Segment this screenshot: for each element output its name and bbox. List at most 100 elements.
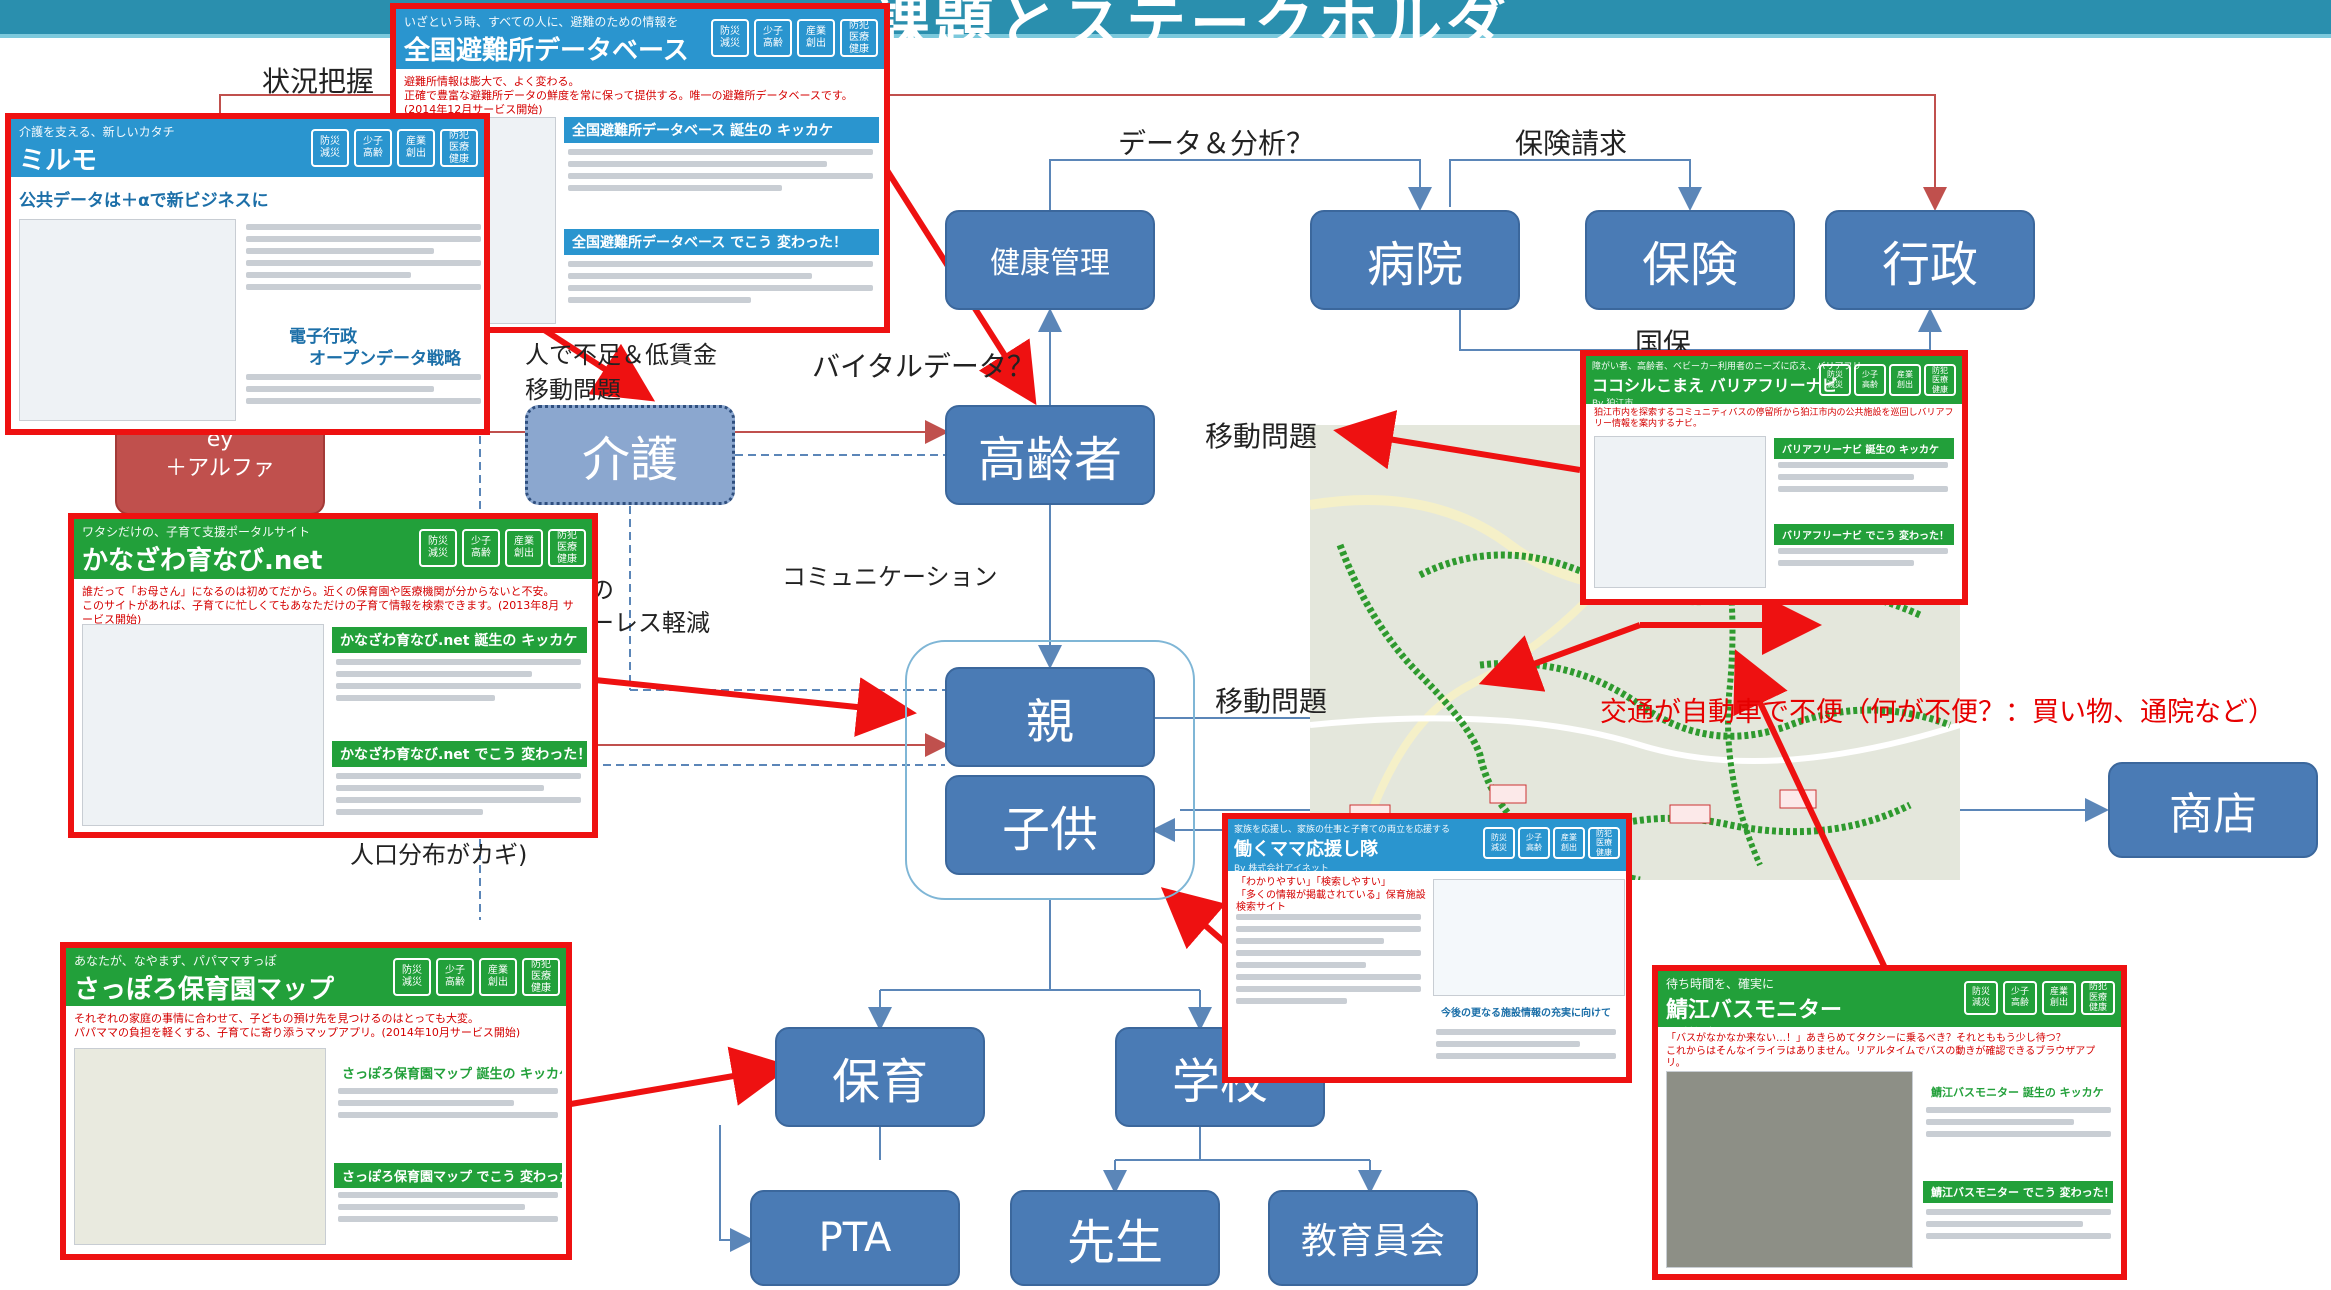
node-nursery[interactable]: 保育 [775, 1027, 985, 1127]
tag-industry: 産業 創出 [1553, 827, 1585, 859]
label-stress-2: ーレス軽減 [590, 609, 710, 637]
card-kicker: あなたが、なやまず、パパママすっぽ [74, 954, 277, 968]
card-kanazawa[interactable]: ワタシだけの、子育て支援ポータルサイト かなざわ育なび.net By 横浜市 金… [68, 513, 598, 838]
card-tags: 防災 減災 少子 高齢 産業 創出 防犯 医療 健康 [1483, 827, 1620, 859]
tag-safety: 防犯 医療 健康 [440, 129, 478, 167]
tag-aging: 少子 高齢 [462, 529, 500, 567]
tag-industry: 産業 創出 [505, 529, 543, 567]
node-label: 保育 [831, 1054, 928, 1110]
card-data-table [1433, 879, 1625, 996]
card-mirumo[interactable]: 介護を支える、新しいカタチ ミルモ By 株式会社ウェルモ 防災 減災 少子 高… [5, 113, 490, 435]
card-box-origin: 電子行政 [289, 327, 357, 347]
card-lead: 「わかりやすい」「検索しやすい」 「多くの情報が掲載されている」保育施設検索サイ… [1236, 877, 1426, 913]
family-group [905, 640, 1195, 900]
card-text-lines [1926, 1209, 2111, 1245]
card-text-lines [246, 374, 481, 410]
card-title: 鯖江バスモニター [1666, 998, 1843, 1023]
label-data-analysis: データ＆分析？ [1118, 127, 1315, 160]
tag-industry: 産業 創出 [1889, 364, 1921, 396]
tag-safety: 防犯 医療 健康 [840, 19, 878, 57]
card-box-result: オープンデータ戦略 [309, 349, 461, 369]
card-byline: By Code for Sapporo・パパママすっぽチーム [74, 1008, 308, 1021]
node-label: 行政 [1881, 237, 1978, 293]
card-sapporo[interactable]: あなたが、なやまず、パパママすっぽ さっぽろ保育園マップ By Code for… [60, 942, 572, 1260]
card-text-lines [338, 1088, 558, 1124]
card-byline: By 横浜市 金沢区 [82, 579, 170, 592]
node-label: 教育員会 [1300, 1221, 1445, 1262]
card-screenshot [1666, 1071, 1913, 1268]
node-label: 商店 [2169, 789, 2257, 840]
card-tags: 防災 減災 少子 高齢 産業 創出 防犯 医療 健康 [1819, 364, 1956, 396]
card-sabae-bus[interactable]: 待ち時間を、確実に 鯖江バスモニター By 鯖江市 防災 減災 少子 高齢 産業… [1652, 965, 2127, 1280]
tag-disaster: 防災 減災 [1819, 364, 1851, 396]
card-kicker: 障がい者、高齢者、ベビーカー利用者のニーズに応え、バリアフリー [1592, 362, 1871, 372]
tag-safety: 防犯 医療 健康 [548, 529, 586, 567]
node-teacher[interactable]: 先生 [1010, 1190, 1220, 1286]
card-text-lines [1778, 548, 1948, 572]
card-cocoshil[interactable]: 障がい者、高齢者、ベビーカー利用者のニーズに応え、バリアフリー ココシルこまえ … [1580, 350, 1968, 605]
card-lead: それぞれの家庭の事情に合わせて、子どもの預け先を見つけるのはとっても大変。 パパ… [74, 1012, 521, 1039]
card-text-lines [568, 261, 873, 309]
node-care[interactable]: 介護 [525, 405, 735, 505]
node-hospital[interactable]: 病院 [1310, 210, 1520, 310]
card-kicker: 介護を支える、新しいカタチ [19, 125, 175, 139]
card-box-origin: 今後の更なる施設情報の充実に向けて [1441, 1008, 1611, 1019]
card-text-lines [1236, 914, 1421, 1010]
node-elderly[interactable]: 高齢者 [945, 405, 1155, 505]
card-text-lines [1926, 1107, 2111, 1143]
card-lead: 避難所情報は膨大で、よく変わる。 正確で豊富な避難所データの鮮度を常に保って提供… [404, 75, 853, 116]
slide-title: 課題とステークホルダ [870, 0, 1510, 60]
card-kicker: いざという時、すべての人に、避難のための情報を [404, 15, 679, 29]
tag-disaster: 防災 減災 [393, 958, 431, 996]
card-box-result: 全国避難所データベース でこう 変わった！ [564, 229, 879, 255]
node-label: 先生 [1066, 1215, 1163, 1271]
node-government[interactable]: 行政 [1825, 210, 2035, 310]
card-tags: 防災 減災 少子 高齢 産業 創出 防犯 医療 健康 [1964, 981, 2115, 1015]
card-box-result: かなざわ育なび.net でこう 変わった！ [332, 741, 587, 767]
node-parent[interactable]: 親 [945, 667, 1155, 767]
card-box-origin: かなざわ育なび.net 誕生の キッカケ [332, 627, 587, 653]
card-header: 家族を応援し、家族の仕事と子育ての両立を応援する 働くママ応援し隊 By 株式会… [1228, 819, 1626, 874]
label-communication: コミュニケーション [782, 563, 998, 591]
tag-aging: 少子 高齢 [354, 129, 392, 167]
card-kicker: ワタシだけの、子育て支援ポータルサイト [82, 525, 311, 539]
node-child[interactable]: 子供 [945, 775, 1155, 875]
tag-industry: 産業 創出 [397, 129, 435, 167]
card-box-origin: さっぽろ保育園マップ 誕生の キッカケ [342, 1067, 562, 1082]
node-health-management[interactable]: 健康管理 [945, 210, 1155, 310]
card-box-result: さっぽろ保育園マップ でこう 変わった！ [334, 1163, 562, 1188]
node-label: 介護 [581, 432, 678, 488]
label-care-shortage: 人で不足＆低賃金 [525, 341, 717, 369]
card-text-lines [568, 149, 873, 197]
card-lead: 「バスがなかなか来ない…！」あきらめてタクシーに乗るべき？それとももう少し待つ？… [1666, 1033, 2096, 1069]
tag-safety: 防犯 医療 健康 [522, 958, 560, 996]
card-header: 介護を支える、新しいカタチ ミルモ By 株式会社ウェルモ 防災 減災 少子 高… [11, 119, 484, 192]
card-title: かなざわ育なび.net [82, 546, 323, 576]
node-insurance[interactable]: 保険 [1585, 210, 1795, 310]
label-transport: 交通が自動車で不便（何が不便？：買い物、通院など） [1600, 697, 2275, 728]
tag-disaster: 防災 減災 [711, 19, 749, 57]
card-title: ココシルこまえ バリアフリーナビ [1592, 376, 1838, 395]
node-label: 病院 [1366, 237, 1463, 293]
tag-aging: 少子 高齢 [1854, 364, 1886, 396]
card-header: 待ち時間を、確実に 鯖江バスモニター By 鯖江市 防災 減災 少子 高齢 産業… [1658, 971, 2121, 1039]
card-hataraku-mama[interactable]: 家族を応援し、家族の仕事と子育ての両立を応援する 働くママ応援し隊 By 株式会… [1222, 813, 1632, 1083]
card-byline: By 株式会社アイネット [1234, 864, 1329, 874]
card-tags: 防災 減災 少子 高齢 産業 創出 防犯 医療 健康 [419, 529, 586, 567]
node-board-of-education[interactable]: 教育員会 [1268, 1190, 1478, 1286]
card-title: さっぽろ保育園マップ [74, 975, 335, 1005]
node-label: PTA [818, 1215, 892, 1261]
node-shop[interactable]: 商店 [2108, 762, 2318, 858]
card-text-lines [1436, 1029, 1616, 1065]
card-tags: 防災 減災 少子 高齢 産業 創出 防犯 医療 健康 [711, 19, 878, 57]
card-box-origin: バリアフリーナビ 誕生の キッカケ [1774, 438, 1954, 459]
tag-aging: 少子 高齢 [2003, 981, 2037, 1015]
card-box-origin: 全国避難所データベース 誕生の キッカケ [564, 117, 879, 143]
card-byline: By 株式会社ウェルモ [19, 179, 125, 192]
card-kicker: 家族を応援し、家族の仕事と子育ての両立を応援する [1234, 825, 1451, 835]
card-header: ワタシだけの、子育て支援ポータルサイト かなざわ育なび.net By 横浜市 金… [74, 519, 592, 592]
tag-safety: 防犯 医療 健康 [1924, 364, 1956, 396]
node-pta[interactable]: PTA [750, 1190, 960, 1286]
label-situation: 状況把握 [262, 65, 375, 98]
tag-industry: 産業 創出 [479, 958, 517, 996]
